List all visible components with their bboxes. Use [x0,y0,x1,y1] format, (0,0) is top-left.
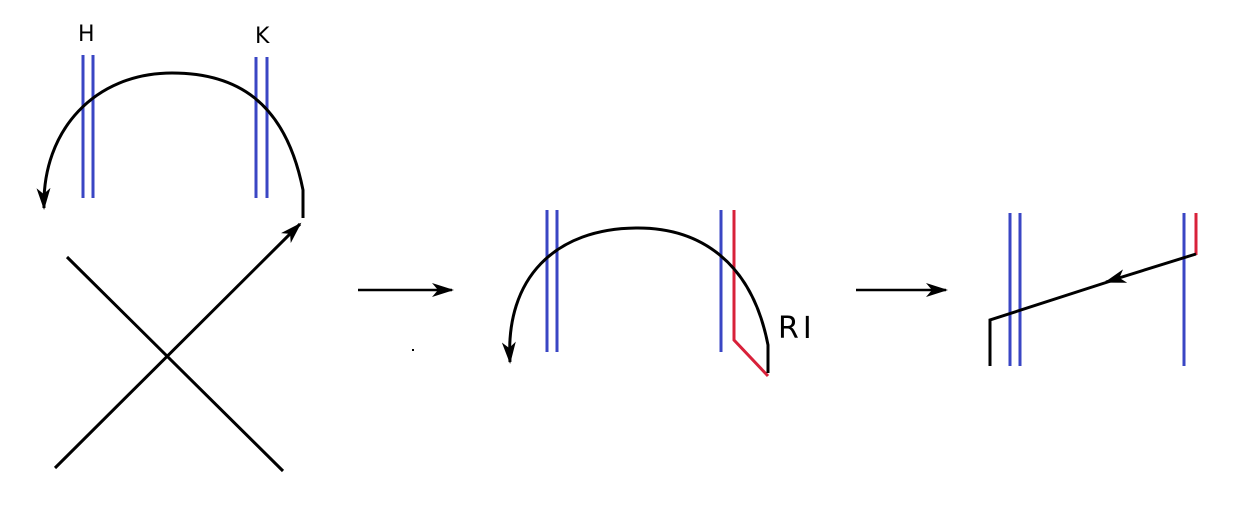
panel-initial: H K [36,22,305,473]
strand-left [1008,213,1022,366]
move-label: RI [778,311,816,346]
highlighted-kink [732,210,770,378]
straightened-strand-tail [988,276,1121,366]
panel-result [988,213,1198,366]
crossing-strand-falling [65,255,285,473]
overarc-curve [36,71,305,218]
strand-h [81,55,95,198]
arc-curve [501,226,770,373]
panel-after-first-move: RI [501,210,816,378]
crossing-strand-rising [53,222,302,470]
strand-left [545,210,559,352]
straightened-strand [1104,252,1197,284]
strand-h-label: H [78,22,95,47]
stray-dot [412,349,414,351]
strand-k [254,57,269,198]
strand-k-label: K [255,24,270,49]
